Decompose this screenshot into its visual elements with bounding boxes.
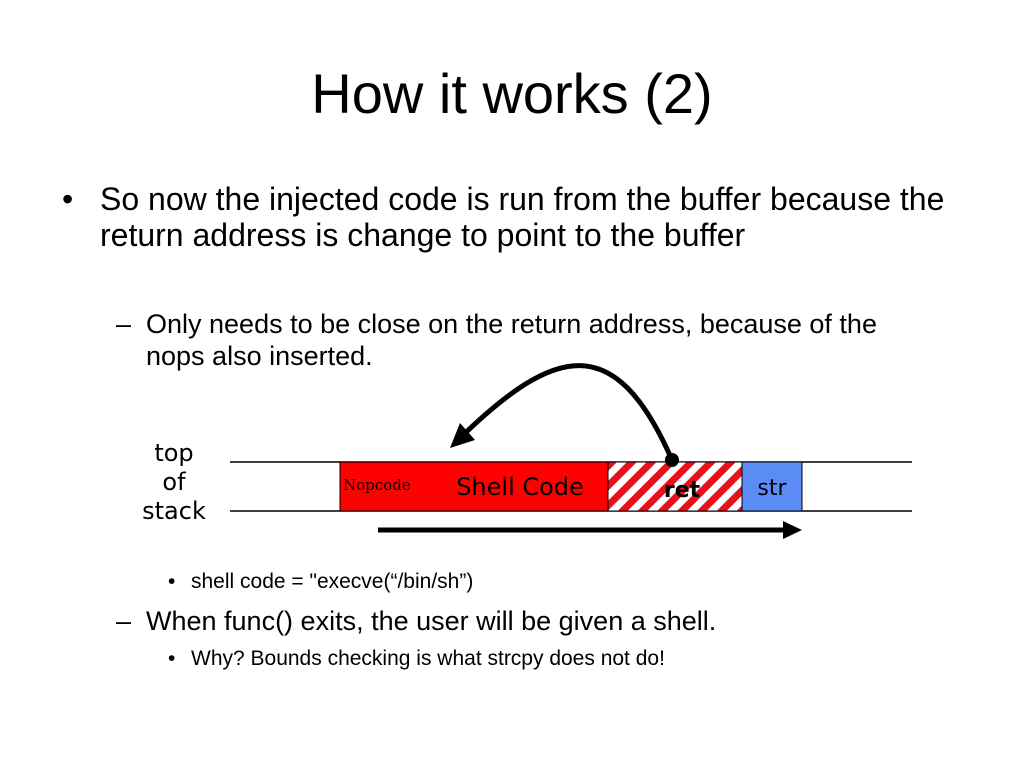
dash-marker: – — [116, 309, 132, 339]
return-arrow-origin — [665, 453, 679, 467]
dash-marker: – — [116, 606, 132, 636]
shellcode-block — [339, 461, 609, 512]
nopcode-label: Nopcode — [343, 476, 411, 494]
stack-label-stack: stack — [142, 497, 206, 525]
sub-sub-bullet-why: Why? Bounds checking is what strcpy does… — [191, 647, 665, 670]
sub-bullet-func-exit: When func() exits, the user will be give… — [146, 606, 717, 636]
str-label: str — [757, 476, 787, 501]
stack-label-top: top — [154, 439, 193, 467]
stack-label-of: of — [162, 468, 186, 496]
bullet-marker-small: • — [168, 570, 176, 593]
str-block — [741, 461, 803, 512]
shellcode-label: Shell Code — [456, 473, 584, 501]
bullet-text-main: So now the injected code is run from the… — [100, 181, 945, 253]
sub-bullet-nops: Only needs to be close on the return add… — [146, 309, 877, 371]
sub-sub-bullet-shellcode: shell code = "execve(“/bin/sh”) — [191, 570, 474, 593]
return-arrow-head — [450, 423, 475, 448]
slide-title: How it works (2) — [311, 62, 713, 125]
bullet-marker-small: • — [168, 647, 176, 670]
return-arrow-curve — [456, 363, 675, 462]
bullet-marker: • — [62, 181, 74, 217]
execution-arrow-head — [783, 521, 802, 539]
ret-block — [607, 461, 743, 512]
ret-label: ret — [664, 478, 701, 503]
